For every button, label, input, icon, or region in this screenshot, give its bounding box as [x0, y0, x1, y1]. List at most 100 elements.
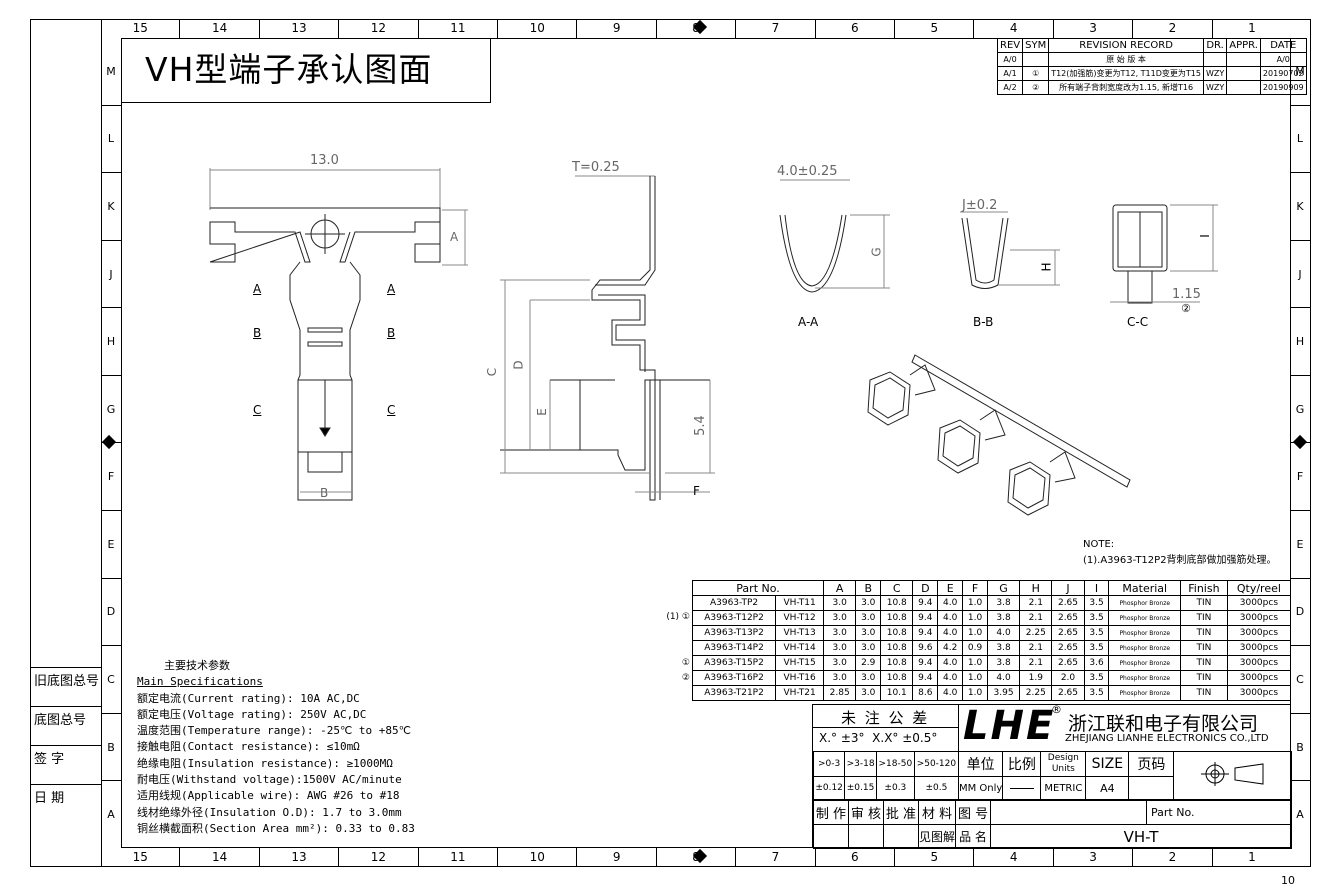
part-qty: 3000pcs: [1226, 625, 1292, 641]
page-number: 10: [1281, 874, 1295, 887]
blank-cell: [990, 800, 1147, 825]
part-number: A3963-T16P2: [691, 670, 777, 686]
part-dim-value: 4.0: [937, 685, 964, 701]
revision-cell: WZY: [1202, 80, 1228, 95]
cut-a-left: A: [253, 282, 262, 296]
zone-col-2: 2: [1133, 19, 1213, 38]
part-revision-mark: [650, 641, 692, 656]
tolerance-range: >50-120: [913, 751, 960, 777]
part-finish: TIN: [1180, 655, 1228, 671]
part-dim-value: 2.1: [1019, 640, 1053, 656]
zone-col-5: 5: [895, 19, 975, 38]
zone-col-10: 10: [498, 848, 578, 867]
revision-cell: ②: [1022, 80, 1050, 95]
cut-b-left: B: [253, 326, 262, 340]
parts-header-cell: E: [937, 580, 964, 596]
tolerance-range: >3-18: [844, 751, 877, 777]
part-material: Phosphor Bronze: [1108, 685, 1182, 701]
zone-frame-left: [101, 19, 102, 867]
part-dim-value: 2.1: [1019, 655, 1053, 671]
zone-row-J: J: [1290, 241, 1310, 309]
sign-cell: 批 准: [883, 800, 919, 825]
zone-row-M: M: [101, 38, 121, 106]
parts-header-cell: J: [1051, 580, 1085, 596]
registered-mark: ®: [1051, 703, 1062, 716]
parts-header-cell: H: [1019, 580, 1053, 596]
part-number: A3963-T14P2: [691, 640, 777, 656]
revision-cell: A/0: [996, 52, 1024, 67]
part-dim-value: 1.0: [962, 610, 988, 626]
part-dim-value: 2.65: [1051, 640, 1085, 656]
scale-value: [1002, 776, 1042, 800]
zone-row-F: F: [101, 443, 121, 512]
part-dim-value: 1.0: [962, 670, 988, 686]
parts-header-cell: Material: [1108, 580, 1182, 596]
zone-col-11: 11: [419, 848, 499, 867]
part-dim-value: 1.9: [1019, 670, 1053, 686]
part-number: A3963-T13P2: [691, 625, 777, 641]
sign-empty-3: [883, 824, 919, 849]
part-model: VH-T21: [775, 685, 825, 701]
part-dim-value: 2.25: [1019, 625, 1053, 641]
zone-row-H: H: [1290, 308, 1310, 376]
part-finish: TIN: [1180, 610, 1228, 626]
zone-col-3: 3: [1054, 19, 1134, 38]
size-label: SIZE: [1085, 751, 1130, 777]
dim-13: 13.0: [310, 153, 339, 168]
logo: LHE: [963, 703, 1056, 749]
drawing-title: VH型端子承认图面: [121, 38, 491, 103]
unit-table: 单位 比例 Design Units SIZE 页码 MM Only METRI…: [957, 751, 1292, 800]
part-material: Phosphor Bronze: [1108, 595, 1182, 611]
zone-row-K: K: [101, 173, 121, 241]
zone-col-6: 6: [816, 19, 896, 38]
dim-d: D: [511, 360, 526, 370]
note-text: (1).A3963-T12P2背刺底部做加强筋处理。: [1083, 555, 1277, 566]
label-drawing-no: 底图总号: [30, 706, 102, 745]
part-number: A3963-T12P2: [691, 610, 777, 626]
zone-columns-top: 151413121110987654321: [101, 19, 1291, 38]
dim-e: E: [534, 408, 549, 416]
label-date: 日 期: [30, 784, 102, 823]
part-dim-value: 1.0: [962, 595, 988, 611]
zone-col-11: 11: [419, 19, 499, 38]
part-qty: 3000pcs: [1226, 670, 1292, 686]
zone-col-4: 4: [974, 848, 1054, 867]
zone-row-H: H: [101, 308, 121, 376]
dim-115: 1.15: [1172, 287, 1201, 302]
revision-header-cell: REV: [996, 38, 1024, 53]
tolerance-value: ±0.5: [913, 776, 960, 800]
part-no-value: VH-T: [990, 824, 1292, 849]
dim-115-sym: ②: [1181, 302, 1191, 315]
zone-row-D: D: [1290, 579, 1310, 647]
part-dim-value: 4.2: [937, 640, 964, 656]
section-cc: [1110, 204, 1218, 304]
tolerance-divider: [813, 727, 959, 728]
zone-row-D: D: [101, 579, 121, 647]
parts-header-cell: C: [880, 580, 914, 596]
revision-header-cell: SYM: [1022, 38, 1050, 53]
part-dim-value: 10.8: [880, 640, 914, 656]
part-dim-value: 4.0: [986, 625, 1021, 641]
part-material: Phosphor Bronze: [1108, 640, 1182, 656]
part-dim-value: 9.4: [912, 610, 939, 626]
part-dim-value: 2.85: [823, 685, 857, 701]
part-dim-value: 10.8: [880, 595, 914, 611]
part-dim-value: 3.0: [855, 670, 882, 686]
zone-row-C: C: [101, 646, 121, 714]
revision-cell: [1022, 52, 1050, 67]
zone-col-12: 12: [339, 848, 419, 867]
part-number: A3963-T15P2: [691, 655, 777, 671]
part-model: VH-T15: [775, 655, 825, 671]
part-dim-value: 3.5: [1083, 685, 1110, 701]
revision-header-cell: REVISION RECORD: [1048, 38, 1204, 53]
part-dim-value: 8.6: [912, 685, 939, 701]
size-value: A4: [1085, 776, 1130, 800]
part-dim-value: 10.8: [880, 670, 914, 686]
parts-header-cell: G: [986, 580, 1021, 596]
parts-header-cell: D: [912, 580, 939, 596]
